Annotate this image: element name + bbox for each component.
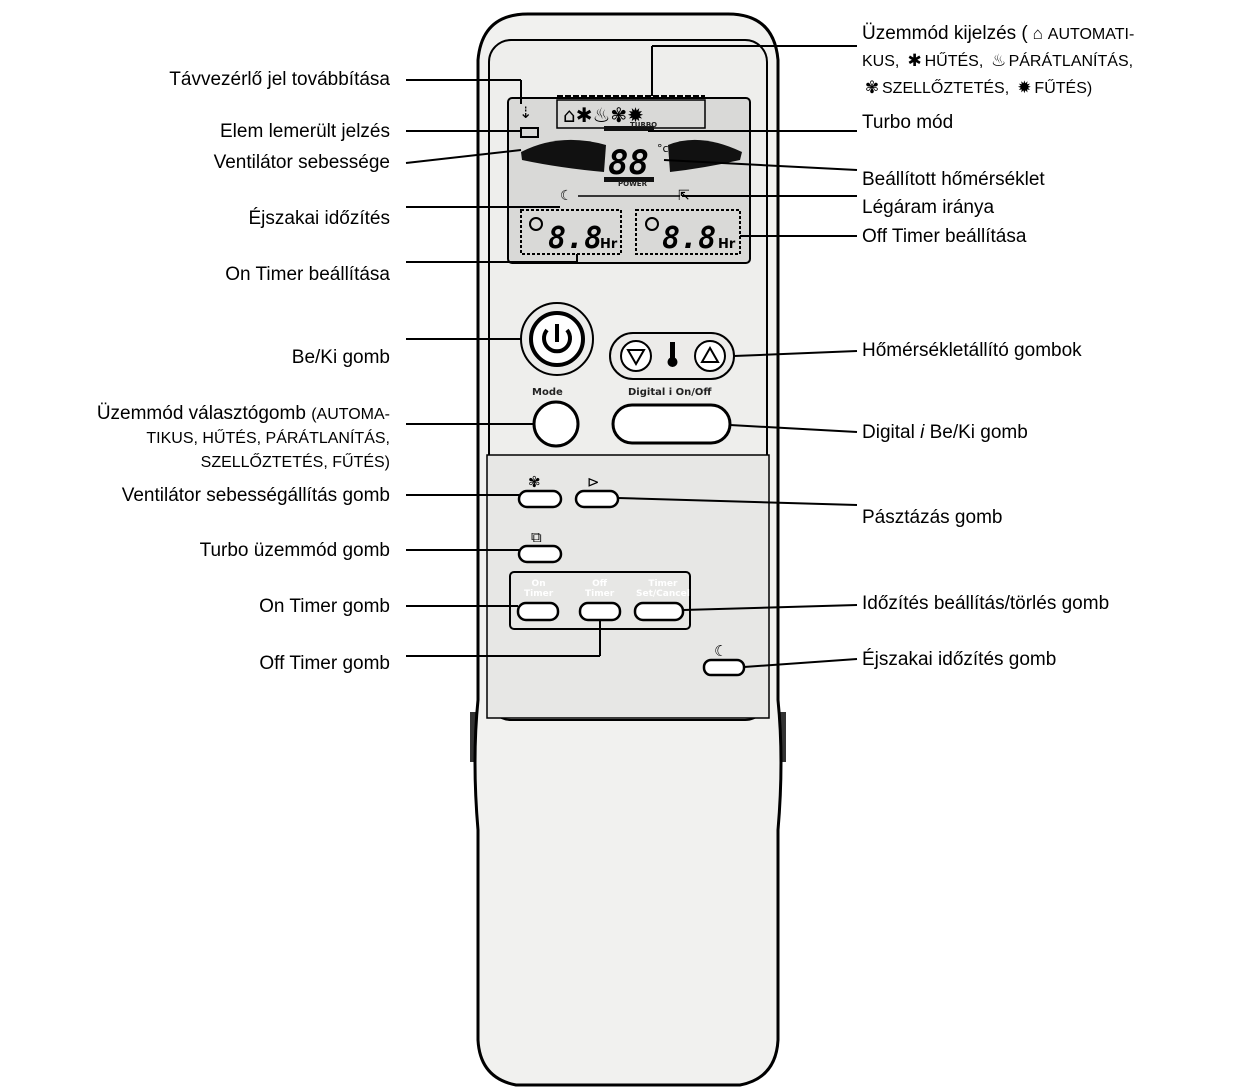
lcd-unit: °c: [657, 142, 669, 155]
lcd-off-timer-value: 8.8: [662, 221, 716, 256]
label-set-temp: Beállított hőmérséklet: [862, 169, 1045, 190]
label-airflow: Légáram iránya: [862, 197, 995, 218]
lcd-on-timer-value: 8.8: [548, 221, 602, 256]
label-off-timer-set: Off Timer beállítása: [862, 226, 1027, 247]
timer-set-cancel-button[interactable]: [633, 601, 685, 622]
up-arrow-icon: [700, 345, 720, 363]
lcd-fan-right: [668, 139, 742, 172]
lcd-signal-icon: ⇣: [519, 103, 532, 122]
label-temp-buttons: Hőmérsékletállító gombok: [862, 340, 1082, 361]
leader-lines: [405, 45, 858, 668]
down-arrow-icon: [626, 349, 646, 367]
label-digital-button: Digital i Be/Ki gomb: [862, 422, 1028, 443]
lcd-night-icon: ☾: [560, 188, 573, 204]
label-swing-button: Pásztázás gomb: [862, 507, 1003, 528]
lcd-off-timer-box: [635, 209, 741, 255]
turbo-button[interactable]: [517, 544, 563, 564]
night-icon: ☾: [714, 642, 727, 660]
temp-down-button[interactable]: [620, 340, 652, 372]
lcd-on-timer-box: [520, 209, 622, 255]
fan-icon: ✾: [528, 473, 541, 491]
left-grip: [470, 712, 476, 762]
dry-icon: ♨: [990, 51, 1007, 70]
label-turbo-mode: Turbo mód: [862, 112, 954, 133]
mode-button-label: Mode: [532, 387, 563, 398]
lcd-turbo-label: TURBO: [630, 121, 658, 129]
lcd-fan-left: [521, 139, 606, 172]
digital-onoff-button[interactable]: [611, 403, 732, 445]
label-power-button: Be/Ki gomb: [291, 347, 390, 368]
label-fan-speed-button: Ventilátor sebességállítás gomb: [121, 485, 390, 506]
night-timer-button[interactable]: [702, 658, 746, 677]
label-signal: Távvezérlő jel továbbítása: [169, 69, 390, 90]
label-fan-speed: Ventilátor sebessége: [213, 152, 390, 173]
fan-speed-button[interactable]: [517, 489, 563, 509]
lcd-hr-right: Hr: [718, 237, 736, 252]
label-mode-display: Üzemmód kijelzés (⌂AUTOMATI- KUS, ✱HŰTÉS…: [862, 21, 1134, 102]
digital-button-label: Digital i On/Off: [628, 387, 712, 398]
fan-mode-icon: ✾: [864, 78, 880, 97]
on-timer-button[interactable]: [516, 601, 560, 622]
mode-button[interactable]: [532, 400, 580, 448]
lcd-hr-left: Hr: [600, 237, 618, 252]
lcd-battery-icon: [520, 127, 539, 138]
label-night-timer-button: Éjszakai időzítés gomb: [862, 649, 1057, 670]
label-on-timer-button: On Timer gomb: [259, 596, 390, 617]
lcd-power-label: POWER: [618, 180, 647, 188]
right-grip: [780, 712, 786, 762]
turbo-icon: ⧉: [531, 528, 542, 546]
power-icon: [542, 328, 572, 354]
label-mode-button: Üzemmód választógomb (AUTOMA- TIKUS, HŰT…: [96, 403, 390, 471]
off-timer-button[interactable]: [578, 601, 622, 622]
label-timer-set-cancel: Időzítés beállítás/törlés gomb: [862, 593, 1110, 614]
auto-icon: ⌂: [1032, 24, 1043, 43]
lcd-temperature: 88: [608, 143, 649, 183]
lcd-mode-icons: ⌂✱♨✾✹: [563, 103, 644, 127]
temp-up-button[interactable]: [694, 340, 726, 372]
label-off-timer-button: Off Timer gomb: [259, 653, 390, 674]
heat-icon: ✹: [1017, 78, 1032, 97]
label-night-timer: Éjszakai időzítés: [248, 208, 390, 229]
swing-button[interactable]: [574, 489, 620, 509]
cool-icon: ✱: [907, 51, 922, 70]
label-battery: Elem lemerült jelzés: [220, 121, 390, 142]
label-on-timer-set: On Timer beállítása: [225, 264, 390, 285]
label-turbo-button: Turbo üzemmód gomb: [199, 540, 390, 561]
thermometer-icon: [670, 342, 675, 360]
swing-icon: ⊳: [587, 473, 600, 491]
